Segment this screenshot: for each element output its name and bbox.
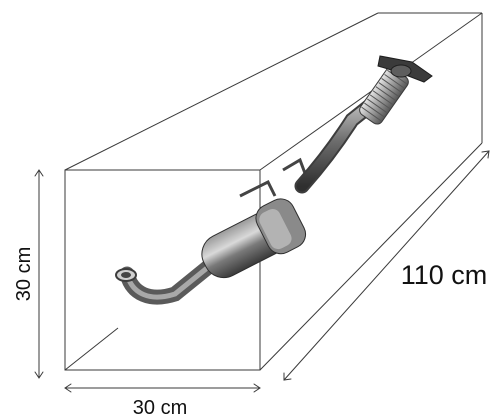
length-label: 110 cm xyxy=(401,260,488,290)
height-arrow-top xyxy=(34,169,44,177)
length-dimension-line xyxy=(283,150,490,381)
height-label: 30 cm xyxy=(13,247,35,301)
width-dimension: 30 cm xyxy=(64,383,261,418)
width-label: 30 cm xyxy=(133,397,187,418)
width-arrow-left xyxy=(64,383,72,393)
box-top-left-edge xyxy=(64,12,379,171)
length-arrow-top xyxy=(481,150,490,159)
length-dimension: 110 cm xyxy=(283,150,490,381)
box-bottom-left-edge xyxy=(64,327,119,371)
length-arrow-bottom xyxy=(283,372,292,381)
exhaust-pipe-icon xyxy=(115,55,433,305)
height-dimension: 30 cm xyxy=(13,169,44,379)
width-arrow-right xyxy=(253,383,261,393)
box-bottom-right-edge xyxy=(259,142,483,371)
height-arrow-bottom xyxy=(34,371,44,379)
